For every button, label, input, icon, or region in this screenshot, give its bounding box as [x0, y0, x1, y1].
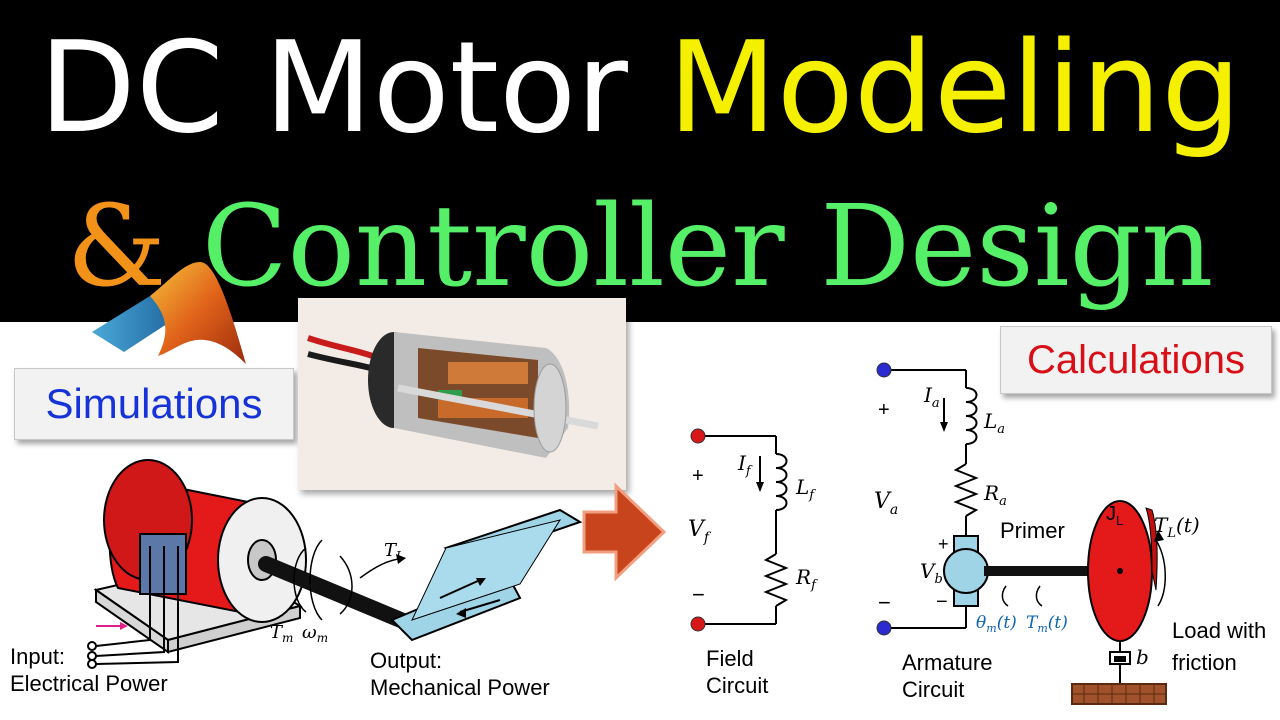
armature-circuit	[876, 362, 1167, 705]
motor-cutaway-image	[298, 298, 626, 490]
arrow-right-icon	[582, 482, 667, 582]
title-dc-motor: DC Motor	[38, 14, 628, 161]
damper-label: b	[1136, 645, 1149, 669]
armature-plus: +	[878, 399, 890, 421]
load-torque-time-label: TL(t)	[1154, 513, 1200, 541]
output-label-line1: Output:	[370, 648, 443, 673]
load-label-line1: Load with	[1172, 618, 1267, 643]
motor-torque-label: Tm	[270, 622, 293, 645]
title-line-2: & Controller Design	[0, 172, 1280, 322]
armature-minus: −	[878, 590, 891, 615]
field-circuit	[690, 428, 789, 632]
field-resistor-label: Rf	[795, 565, 818, 593]
load-torque-label: TL	[384, 540, 404, 563]
field-plus: +	[692, 465, 704, 487]
title-line-1: DC Motor Modeling	[0, 8, 1280, 168]
field-minus: −	[692, 582, 705, 607]
armature-circuit-label-line1: Armature	[902, 650, 993, 675]
field-circuit-label-line1: Field	[706, 646, 754, 671]
title-banner: DC Motor Modeling & Controller Design	[0, 0, 1280, 322]
motor-omega-label: ωm	[302, 622, 328, 645]
field-current-label: If	[737, 451, 753, 479]
input-label-line2: Electrical Power	[10, 671, 168, 696]
calculations-badge: Calculations	[1000, 326, 1272, 394]
armature-circuit-label-line2: Circuit	[902, 677, 965, 702]
back-emf-label: Vb	[920, 559, 943, 587]
armature-voltage-label: Va	[874, 489, 898, 518]
motor-cutaway-photo	[298, 298, 626, 490]
field-inductor-label: Lf	[795, 475, 816, 503]
field-circuit-label-line2: Circuit	[706, 673, 769, 698]
theta-label: θm(t)	[976, 613, 1017, 635]
armature-current-label: Ia	[923, 383, 940, 411]
field-voltage-label: Vf	[688, 517, 712, 546]
armature-inductor-label: La	[983, 409, 1005, 437]
load-label-line2: friction	[1172, 650, 1237, 675]
output-label-line2: Mechanical Power	[370, 675, 550, 700]
title-modeling: Modeling	[668, 14, 1242, 161]
motor-torque-time-label: Tm(t)	[1026, 613, 1068, 635]
title-controller-design: Controller Design	[201, 182, 1214, 312]
simulations-badge: Simulations	[14, 368, 294, 440]
input-label-line1: Input:	[10, 644, 66, 669]
motor-illustration	[87, 459, 583, 669]
inertia-label: JL	[1106, 503, 1123, 528]
title-ampersand: &	[66, 182, 167, 312]
emf-plus: +	[938, 534, 949, 554]
emf-minus: −	[936, 591, 948, 613]
shaft-label: Primer	[1000, 518, 1065, 543]
armature-resistor-label: Ra	[983, 481, 1007, 509]
